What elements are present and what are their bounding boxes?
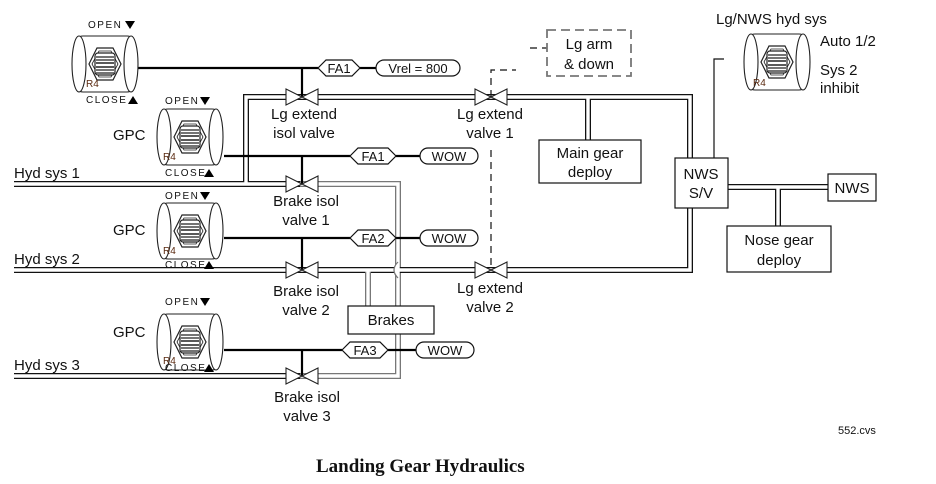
- brake-isol-valve-3[interactable]: [285, 367, 319, 385]
- svg-text:S/V: S/V: [689, 185, 713, 202]
- nws-pos-sys2-line1: Sys 2: [820, 62, 858, 79]
- switch-ref: R4: [163, 246, 176, 257]
- switch-open-label: OPEN: [165, 297, 199, 308]
- switch-ref: R4: [86, 79, 99, 90]
- hyd-sys-3-label: Hyd sys 3: [14, 357, 80, 374]
- fa1-top-tag: FA1: [317, 59, 361, 77]
- nws-pos-auto: Auto 1/2: [820, 33, 876, 50]
- switch-ref: R4: [163, 152, 176, 163]
- brake-isol-valve-1-label-1: Brake isol: [273, 193, 339, 210]
- nose-gear-deploy-box: Nose gear deploy: [726, 225, 832, 273]
- lg-extend-valve-1-label-2: valve 1: [466, 125, 514, 142]
- main-gear-deploy-box: Main gear deploy: [538, 139, 642, 184]
- svg-text:deploy: deploy: [757, 252, 802, 269]
- lg-nws-hyd-sys-switch[interactable]: Lg/NWS hyd sys R4 Auto 1/2 Sys 2 inhibit: [716, 11, 876, 97]
- svg-text:& down: & down: [564, 56, 614, 73]
- signal-lines: [136, 47, 724, 376]
- fa3-tag: FA3: [341, 341, 389, 359]
- svg-text:WOW: WOW: [432, 149, 467, 164]
- wow1-tag: WOW: [419, 147, 479, 165]
- gpc-label: GPC: [113, 222, 146, 239]
- hyd-sys-2-label: Hyd sys 2: [14, 251, 80, 268]
- lg-extend-valve-1[interactable]: [474, 88, 508, 106]
- lg-extend-isol-valve-label-2: isol valve: [273, 125, 335, 142]
- lg-extend-switch[interactable]: OPEN R4 CLOSE: [71, 20, 139, 106]
- svg-text:Lg arm: Lg arm: [566, 36, 613, 53]
- open-arrow-icon: [200, 298, 210, 306]
- nws-switch-title: Lg/NWS hyd sys: [716, 11, 827, 28]
- svg-text:Nose gear: Nose gear: [744, 232, 813, 249]
- gpc-switch-2[interactable]: GPC OPEN R4 CLOSE: [113, 191, 224, 271]
- nws-sv-box: NWS S/V: [674, 157, 729, 209]
- svg-text:WOW: WOW: [428, 343, 463, 358]
- gpc-label: GPC: [113, 324, 146, 341]
- wow3-tag: WOW: [415, 341, 475, 359]
- wow2-tag: WOW: [419, 229, 479, 247]
- brake-isol-valve-2-label-1: Brake isol: [273, 283, 339, 300]
- switch-close-label: CLOSE: [165, 363, 206, 374]
- open-arrow-icon: [200, 192, 210, 200]
- svg-text:deploy: deploy: [568, 164, 613, 181]
- hydraulic-lines: [14, 94, 828, 379]
- open-arrow-icon: [125, 21, 135, 29]
- brake-isol-valve-1-label-2: valve 1: [282, 212, 330, 229]
- gpc-switch-3[interactable]: GPC OPEN R4 CLOSE: [113, 297, 224, 374]
- svg-text:FA2: FA2: [361, 231, 384, 246]
- switch-ref: R4: [753, 78, 766, 89]
- svg-text:NWS: NWS: [684, 166, 719, 183]
- svg-text:Brakes: Brakes: [368, 312, 415, 329]
- lg-extend-valve-2-label-1: Lg extend: [457, 280, 523, 297]
- brake-isol-valve-2-label-2: valve 2: [282, 302, 330, 319]
- brake-isol-valve-3-label-2: valve 3: [283, 408, 331, 425]
- lg-extend-isol-valve[interactable]: [285, 88, 319, 106]
- brake-isol-valve-3-label-1: Brake isol: [274, 389, 340, 406]
- switch-close-label: CLOSE: [165, 260, 206, 271]
- brake-isol-valve-1[interactable]: [285, 175, 319, 193]
- svg-text:Main gear: Main gear: [557, 145, 624, 162]
- close-arrow-icon: [204, 364, 214, 372]
- switch-open-label: OPEN: [165, 191, 199, 202]
- fa2-tag: FA2: [349, 229, 397, 247]
- close-arrow-icon: [204, 169, 214, 177]
- lg-extend-isol-valve-label-1: Lg extend: [271, 106, 337, 123]
- lg-extend-valve-1-label-1: Lg extend: [457, 106, 523, 123]
- switch-ref: R4: [163, 356, 176, 367]
- svg-text:Vrel = 800: Vrel = 800: [388, 61, 447, 76]
- lg-arm-and-down-box: Lg arm & down: [546, 29, 632, 77]
- fa1-tag: FA1: [349, 147, 397, 165]
- close-arrow-icon: [128, 96, 138, 104]
- nws-box: NWS: [827, 173, 877, 202]
- nws-pos-sys2-line2: inhibit: [820, 80, 860, 97]
- file-id: 552.cvs: [838, 425, 876, 437]
- gpc-label: GPC: [113, 127, 146, 144]
- svg-text:WOW: WOW: [432, 231, 467, 246]
- svg-text:FA1: FA1: [361, 149, 384, 164]
- lg-extend-valve-2-label-2: valve 2: [466, 299, 514, 316]
- brakes-box: Brakes: [347, 305, 435, 335]
- close-arrow-icon: [204, 261, 214, 269]
- brake-isol-valve-2[interactable]: [285, 261, 319, 279]
- lg-extend-valve-2[interactable]: [474, 261, 508, 279]
- svg-text:FA3: FA3: [353, 343, 376, 358]
- switch-open-label: OPEN: [88, 20, 122, 31]
- switch-close-label: CLOSE: [86, 95, 127, 106]
- vrel-tag: Vrel = 800: [375, 59, 461, 77]
- svg-text:FA1: FA1: [327, 61, 350, 76]
- hyd-sys-1-label: Hyd sys 1: [14, 165, 80, 182]
- switch-close-label: CLOSE: [165, 168, 206, 179]
- switch-open-label: OPEN: [165, 96, 199, 107]
- open-arrow-icon: [200, 97, 210, 105]
- gpc-switch-1[interactable]: GPC OPEN R4 CLOSE: [113, 96, 224, 179]
- svg-text:NWS: NWS: [835, 180, 870, 197]
- diagram-title: Landing Gear Hydraulics: [316, 456, 525, 477]
